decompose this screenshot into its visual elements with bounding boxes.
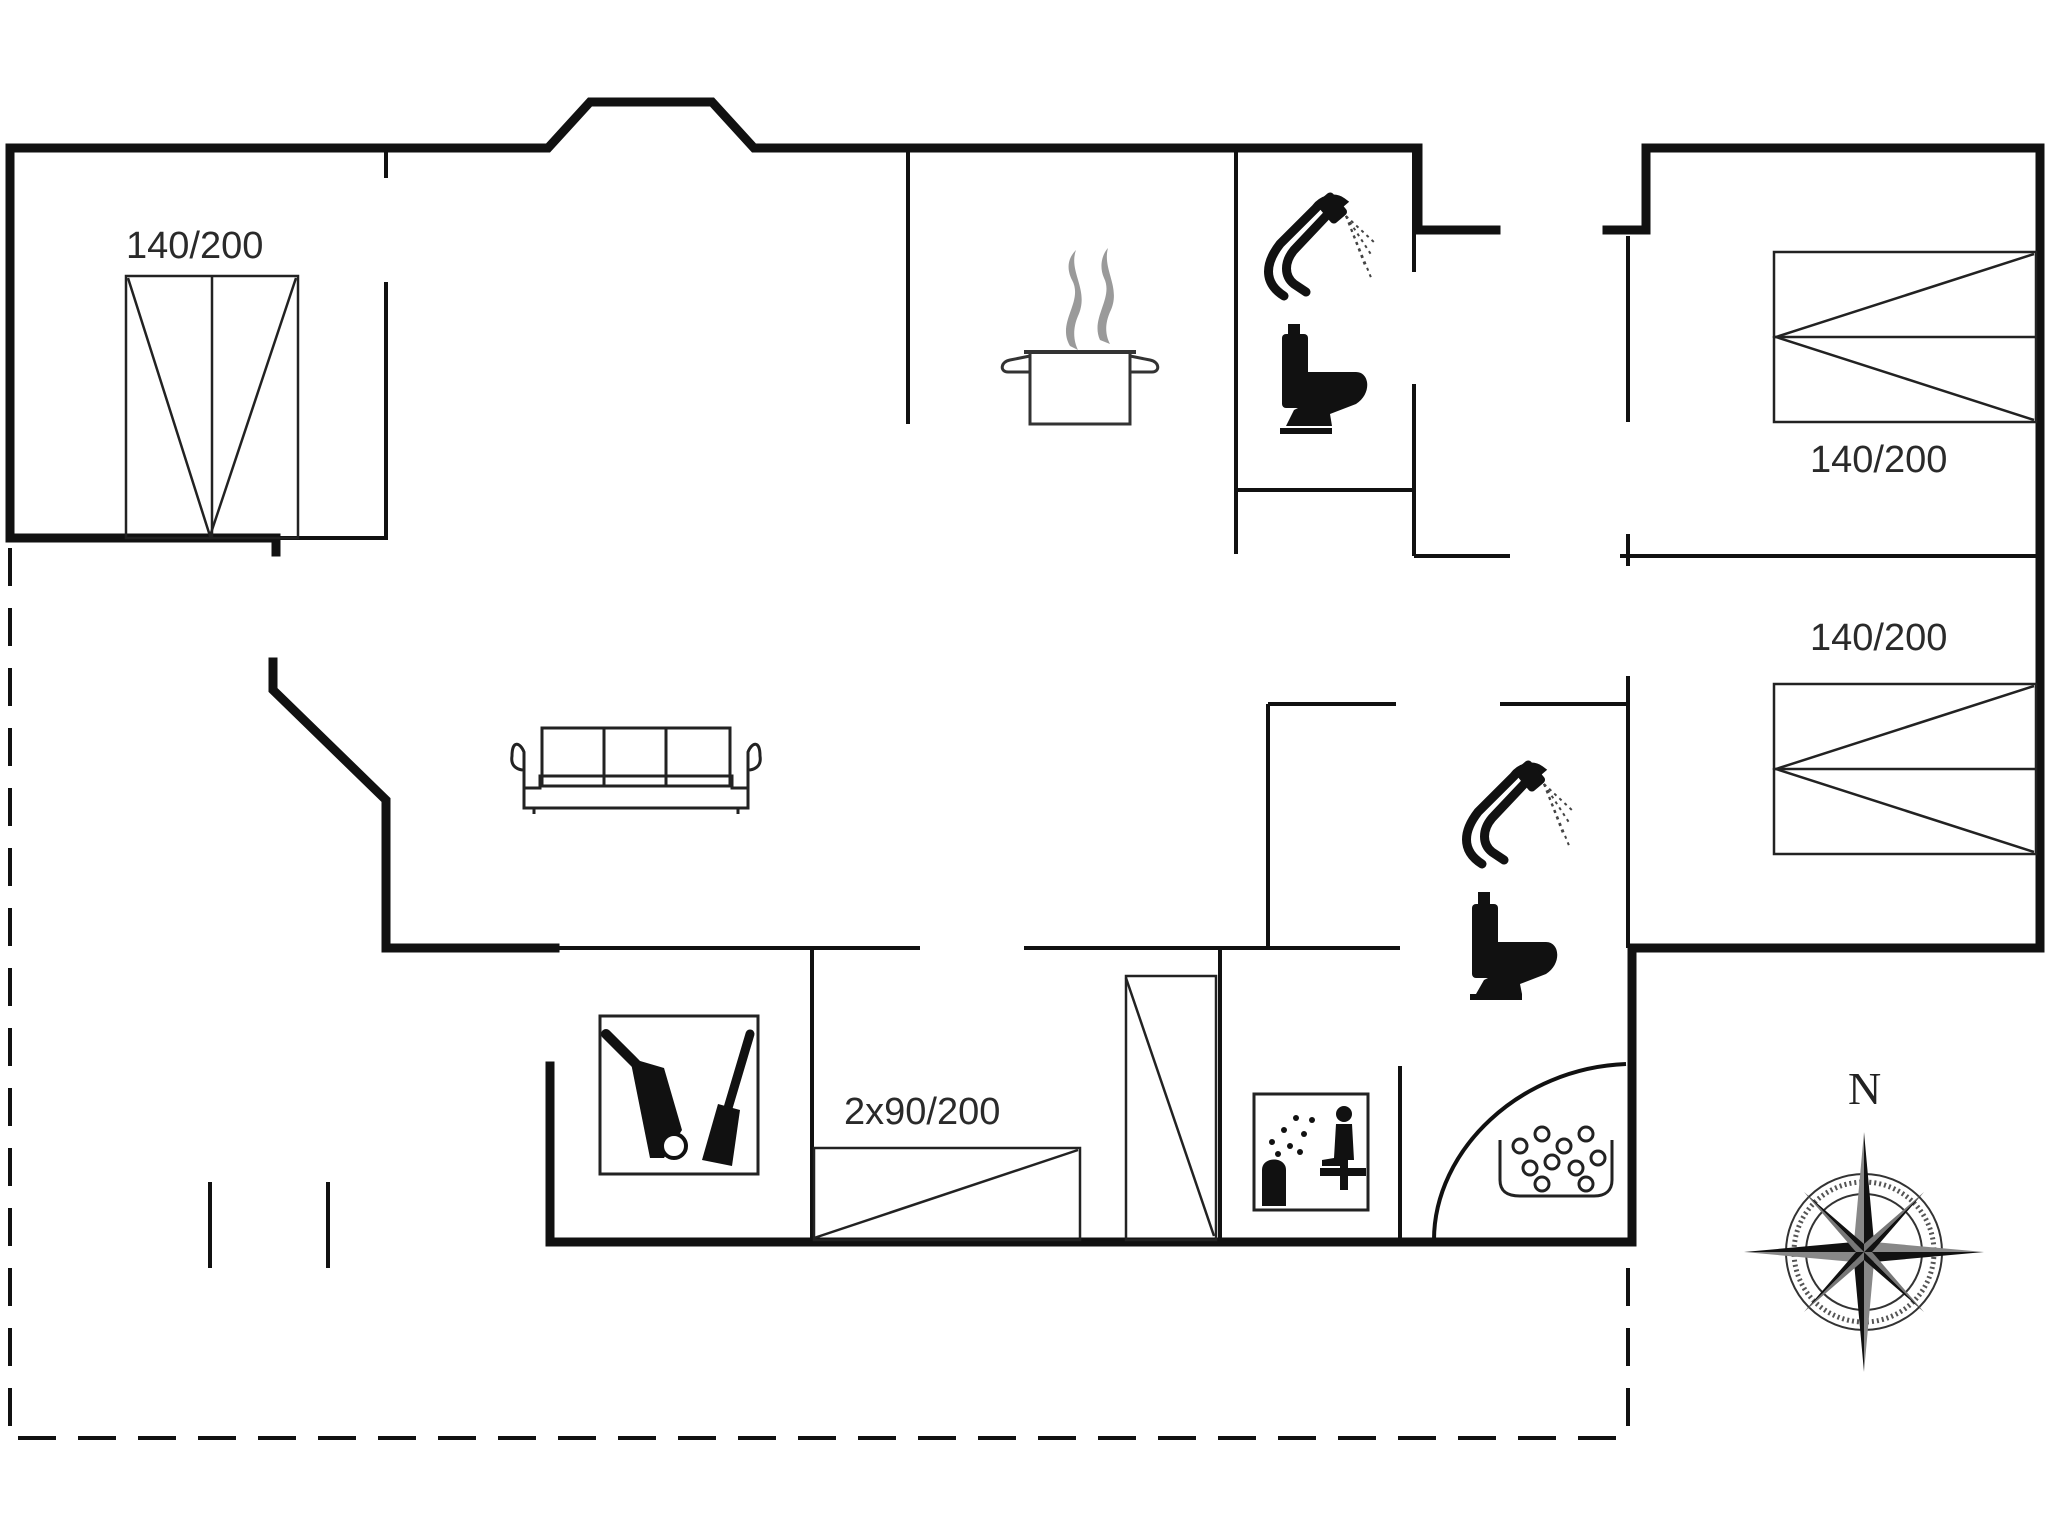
toilet-icon bbox=[1280, 324, 1368, 434]
exterior-walls bbox=[5, 97, 2045, 1247]
sofa-icon bbox=[510, 726, 762, 814]
bed-east-top bbox=[1771, 250, 2038, 424]
bunk-bed bbox=[812, 1146, 1082, 1242]
north-label: N bbox=[1848, 1063, 1881, 1114]
bed-west-label: 140/200 bbox=[126, 225, 263, 267]
compass-rose-icon bbox=[1744, 1132, 1984, 1372]
spa-bath-icon bbox=[1432, 1062, 1627, 1241]
terrace-outline bbox=[8, 548, 1630, 1440]
closet bbox=[1124, 974, 1218, 1242]
shower-icon bbox=[1264, 192, 1377, 301]
bed-west bbox=[124, 274, 300, 541]
toilet-icon bbox=[1470, 892, 1558, 1000]
sauna-icon bbox=[1252, 1092, 1370, 1212]
bed-east-top-label: 140/200 bbox=[1810, 439, 1947, 481]
bed-east-bottom-label: 140/200 bbox=[1810, 617, 1947, 659]
stove-pot-icon bbox=[1000, 248, 1160, 426]
bunk-bed-label: 2x90/200 bbox=[844, 1091, 1000, 1133]
interior-walls bbox=[270, 148, 2040, 1242]
shower-icon bbox=[1462, 760, 1575, 869]
bed-east-bottom bbox=[1771, 682, 2038, 856]
utility-cleaning-icon bbox=[598, 1014, 760, 1176]
